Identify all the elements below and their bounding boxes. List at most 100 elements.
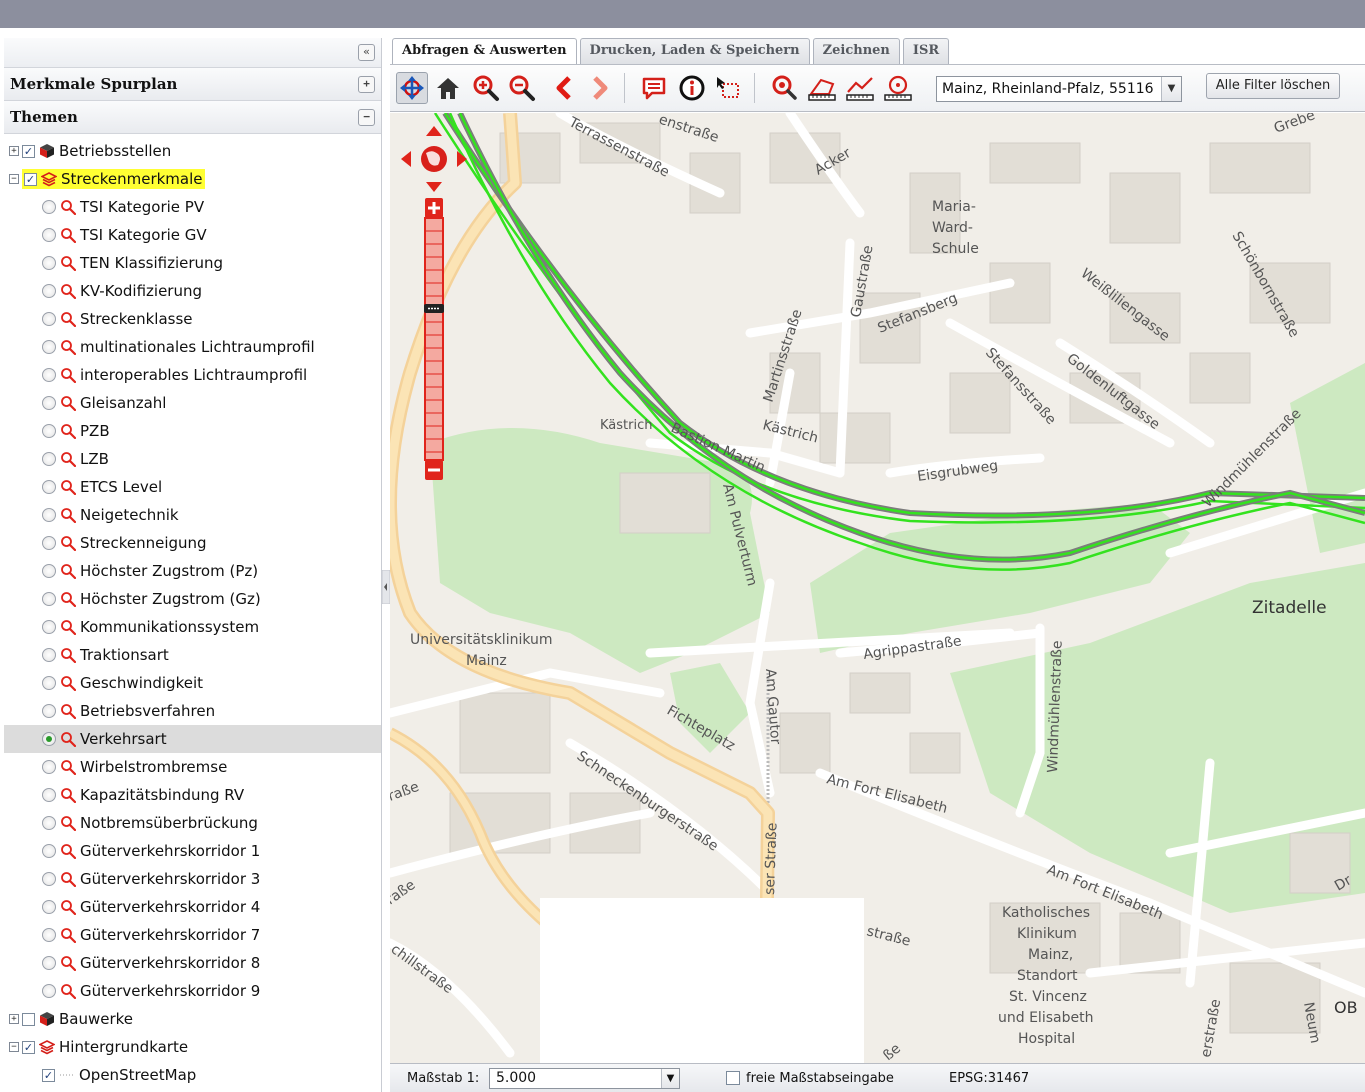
layer-radio[interactable] bbox=[42, 704, 56, 718]
tree-item[interactable]: Kommunikationssystem bbox=[4, 613, 381, 641]
zoom-out-button[interactable] bbox=[506, 72, 538, 104]
tree-item[interactable]: +✓Betriebsstellen bbox=[4, 137, 381, 165]
tree-item[interactable]: Betriebsverfahren bbox=[4, 697, 381, 725]
tree-item[interactable]: Streckenklasse bbox=[4, 305, 381, 333]
layer-radio[interactable] bbox=[42, 312, 56, 326]
expander-icon[interactable]: − bbox=[9, 174, 19, 184]
layer-radio[interactable] bbox=[42, 564, 56, 578]
scale-select[interactable]: 5.000 ▼ bbox=[489, 1068, 680, 1089]
layer-radio[interactable] bbox=[42, 956, 56, 970]
previous-view-button[interactable] bbox=[548, 72, 580, 104]
chevron-down-icon[interactable]: ▼ bbox=[661, 1069, 679, 1088]
layer-checkbox[interactable]: ✓ bbox=[24, 172, 37, 186]
measure-distance-button[interactable] bbox=[844, 72, 876, 104]
tree-item[interactable]: KV-Kodifizierung bbox=[4, 277, 381, 305]
tree-item[interactable]: Güterverkehrskorridor 4 bbox=[4, 893, 381, 921]
layer-radio[interactable] bbox=[42, 592, 56, 606]
layer-radio[interactable] bbox=[42, 200, 56, 214]
layer-radio[interactable] bbox=[42, 928, 56, 942]
chevron-down-icon[interactable]: ▼ bbox=[1161, 77, 1181, 101]
tree-item[interactable]: −✓Streckenmerkmale bbox=[4, 165, 381, 193]
tree-item[interactable]: −✓Hintergrundkarte bbox=[4, 1033, 381, 1061]
tree-item[interactable]: Güterverkehrskorridor 8 bbox=[4, 949, 381, 977]
tree-item[interactable]: Höchster Zugstrom (Gz) bbox=[4, 585, 381, 613]
clear-filters-button[interactable]: Alle Filter löschen bbox=[1206, 73, 1340, 99]
layer-checkbox[interactable]: ✓ bbox=[22, 144, 35, 158]
tree-item[interactable]: Neigetechnik bbox=[4, 501, 381, 529]
tree-item[interactable]: TSI Kategorie PV bbox=[4, 193, 381, 221]
tree-item[interactable]: Verkehrsart bbox=[4, 725, 381, 753]
layer-radio[interactable] bbox=[42, 340, 56, 354]
layer-radio[interactable] bbox=[42, 620, 56, 634]
expander-icon[interactable]: + bbox=[9, 1014, 19, 1024]
zoom-in-button[interactable] bbox=[470, 72, 502, 104]
tree-item[interactable]: Notbremsüberbrückung bbox=[4, 809, 381, 837]
tab-abfragen-auswerten[interactable]: Abfragen & Auswerten bbox=[392, 38, 577, 65]
location-select[interactable]: Mainz, Rheinland-Pfalz, 55116 ▼ bbox=[936, 76, 1182, 102]
layer-radio[interactable] bbox=[42, 732, 56, 746]
collapse-panel-button[interactable]: « bbox=[358, 44, 375, 61]
layer-radio[interactable] bbox=[42, 368, 56, 382]
tree-item[interactable]: interoperables Lichtraumprofil bbox=[4, 361, 381, 389]
tree-item[interactable]: Kapazitätsbindung RV bbox=[4, 781, 381, 809]
layer-radio[interactable] bbox=[42, 452, 56, 466]
layer-radio[interactable] bbox=[42, 816, 56, 830]
layer-radio[interactable] bbox=[42, 648, 56, 662]
comment-button[interactable] bbox=[638, 72, 670, 104]
layer-radio[interactable] bbox=[42, 788, 56, 802]
layer-radio[interactable] bbox=[42, 872, 56, 886]
tree-item[interactable]: ETCS Level bbox=[4, 473, 381, 501]
layer-radio[interactable] bbox=[42, 900, 56, 914]
layer-radio[interactable] bbox=[42, 256, 56, 270]
home-button[interactable] bbox=[432, 72, 464, 104]
expander-icon[interactable]: − bbox=[9, 1042, 19, 1052]
layer-radio[interactable] bbox=[42, 284, 56, 298]
tree-item[interactable]: Wirbelstrombremse bbox=[4, 753, 381, 781]
tree-item[interactable]: Höchster Zugstrom (Pz) bbox=[4, 557, 381, 585]
tree-item[interactable]: Güterverkehrskorridor 7 bbox=[4, 921, 381, 949]
free-scale-checkbox[interactable] bbox=[726, 1071, 740, 1085]
zoom-slider[interactable] bbox=[424, 198, 444, 480]
tree-item[interactable]: Güterverkehrskorridor 9 bbox=[4, 977, 381, 1005]
layer-radio[interactable] bbox=[42, 228, 56, 242]
select-area-button[interactable] bbox=[712, 72, 744, 104]
tab-isr[interactable]: ISR bbox=[902, 38, 950, 64]
layer-radio[interactable] bbox=[42, 760, 56, 774]
layer-radio[interactable] bbox=[42, 536, 56, 550]
layer-checkbox[interactable]: ✓ bbox=[42, 1068, 55, 1082]
measure-radius-button[interactable] bbox=[882, 72, 914, 104]
tree-item[interactable]: Geschwindigkeit bbox=[4, 669, 381, 697]
pan-control[interactable] bbox=[398, 123, 470, 195]
tree-item[interactable]: ✓OpenStreetMap bbox=[4, 1061, 381, 1089]
tree-item[interactable]: Traktionsart bbox=[4, 641, 381, 669]
tree-item[interactable]: Streckenneigung bbox=[4, 529, 381, 557]
layer-checkbox[interactable]: ✓ bbox=[22, 1040, 35, 1054]
collapse-section-button[interactable]: − bbox=[358, 108, 375, 126]
section-themen[interactable]: Themen − bbox=[4, 101, 381, 134]
layer-radio[interactable] bbox=[42, 424, 56, 438]
tree-item[interactable]: TEN Klassifizierung bbox=[4, 249, 381, 277]
tree-item[interactable]: LZB bbox=[4, 445, 381, 473]
tree-item[interactable]: Gleisanzahl bbox=[4, 389, 381, 417]
tree-item[interactable]: PZB bbox=[4, 417, 381, 445]
next-view-button[interactable] bbox=[584, 72, 616, 104]
expander-icon[interactable]: + bbox=[9, 146, 19, 156]
tree-item[interactable]: Güterverkehrskorridor 3 bbox=[4, 865, 381, 893]
layer-radio[interactable] bbox=[42, 508, 56, 522]
section-merkmale-spurplan[interactable]: Merkmale Spurplan + bbox=[4, 68, 381, 101]
panel-splitter-handle[interactable] bbox=[381, 569, 391, 605]
layer-checkbox[interactable] bbox=[22, 1012, 35, 1026]
pan-tool-button[interactable] bbox=[396, 72, 428, 104]
tree-item[interactable]: +Bauwerke bbox=[4, 1005, 381, 1033]
expand-section-button[interactable]: + bbox=[358, 75, 375, 93]
info-button[interactable] bbox=[676, 72, 708, 104]
layer-radio[interactable] bbox=[42, 844, 56, 858]
tree-item[interactable]: Güterverkehrskorridor 1 bbox=[4, 837, 381, 865]
tree-item[interactable]: TSI Kategorie GV bbox=[4, 221, 381, 249]
layer-radio[interactable] bbox=[42, 396, 56, 410]
layer-radio[interactable] bbox=[42, 984, 56, 998]
layer-radio[interactable] bbox=[42, 480, 56, 494]
measure-area-button[interactable] bbox=[806, 72, 838, 104]
search-location-button[interactable] bbox=[768, 72, 800, 104]
tab-zeichnen[interactable]: Zeichnen bbox=[812, 38, 900, 64]
